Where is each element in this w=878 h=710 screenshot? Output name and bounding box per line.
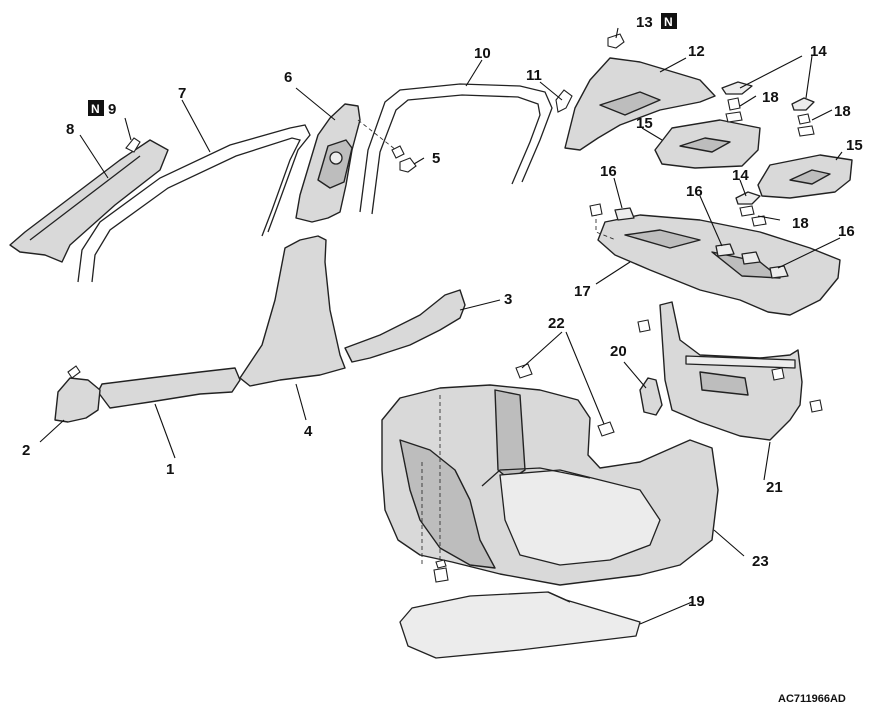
hook-clip	[555, 89, 573, 113]
shelf-screw	[589, 203, 603, 217]
callout-16b: 16	[686, 183, 703, 200]
pillar-screw	[607, 33, 625, 49]
callout-15b: 15	[846, 137, 863, 154]
new-part-badge-9: N	[88, 100, 104, 116]
callout-3: 3	[504, 291, 512, 308]
callout-10: 10	[474, 45, 491, 62]
callout-18a: 18	[762, 89, 779, 106]
callout-13: 13	[636, 14, 653, 31]
front-door-weatherstrip	[77, 124, 311, 283]
svg-text:N: N	[91, 102, 100, 116]
callout-17: 17	[574, 283, 591, 300]
callout-1: 1	[166, 461, 174, 478]
trunk-floor-side-trim	[381, 384, 719, 586]
callout-18c: 18	[792, 215, 809, 232]
center-pillar-upper-trim	[295, 103, 361, 223]
callout-8: 8	[66, 121, 74, 138]
callout-labels: 1 2 3 4 5 6 7 8 9 10 11 12 13 14 14 15 1…	[22, 14, 863, 610]
callout-14a: 14	[810, 43, 827, 60]
cowl-side-trim	[54, 365, 101, 423]
callout-11: 11	[526, 67, 542, 84]
rear-door-weatherstrip	[359, 83, 553, 215]
callout-2: 2	[22, 442, 30, 459]
callout-23: 23	[752, 553, 769, 570]
callout-5: 5	[432, 150, 440, 167]
callout-7: 7	[178, 85, 186, 102]
callout-14b: 14	[732, 167, 749, 184]
callout-18b: 18	[834, 103, 851, 120]
trunk-trim-clips	[637, 319, 823, 413]
trunk-latch-cover	[639, 377, 663, 416]
svg-text:N: N	[664, 15, 673, 29]
pillar-clip	[125, 137, 141, 153]
center-pillar-lower-trim	[239, 235, 346, 387]
callout-16c: 16	[838, 223, 855, 240]
trunk-floor-mat	[399, 591, 641, 659]
callout-20: 20	[610, 343, 627, 360]
callout-6: 6	[284, 69, 292, 86]
callout-12: 12	[688, 43, 705, 60]
front-pillar-trim	[9, 139, 169, 263]
trunk-rear-end-trim	[659, 301, 803, 441]
callout-15a: 15	[636, 115, 653, 132]
new-part-badge-13: N	[661, 13, 677, 29]
rear-shelf-cover-right	[757, 154, 853, 199]
callout-22: 22	[548, 315, 565, 332]
grommet-clip	[357, 119, 417, 173]
trunk-trim-fasteners	[433, 363, 615, 583]
leader-lines	[39, 27, 843, 625]
callout-21: 21	[766, 479, 783, 496]
callout-19: 19	[688, 593, 705, 610]
callout-4: 4	[304, 423, 313, 440]
rear-pillar-trim	[564, 57, 716, 151]
cover-clips	[725, 97, 815, 227]
rear-shelf-cover-left	[654, 119, 761, 169]
cap-covers	[721, 81, 815, 205]
callout-16a: 16	[600, 163, 617, 180]
callout-9: 9	[108, 101, 116, 118]
front-scuff-plate	[97, 367, 241, 409]
rear-shelf-trim	[595, 207, 841, 316]
rear-scuff-plate	[344, 289, 466, 363]
figure-code: AC711966AD	[778, 693, 846, 705]
